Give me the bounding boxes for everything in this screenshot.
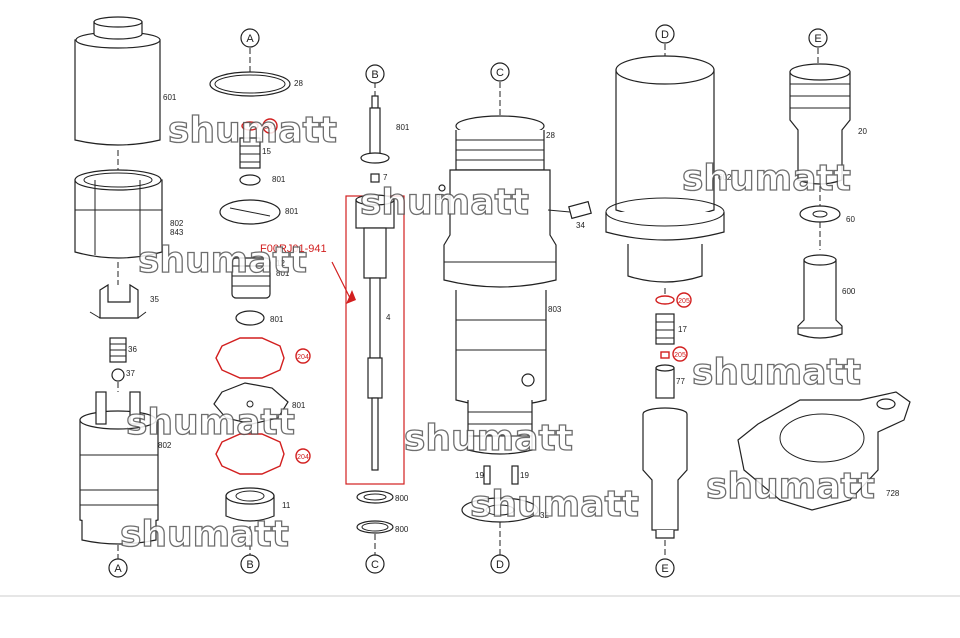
label-28b: 28 [546, 131, 555, 140]
label-35: 35 [150, 295, 159, 304]
label-802b: 802 [158, 441, 172, 450]
marker-a-top: A [246, 33, 254, 45]
column-e [737, 48, 911, 511]
label-801e: 801 [292, 401, 306, 410]
label-37: 37 [126, 369, 135, 378]
label-60: 60 [846, 215, 855, 224]
red-label-205a: 205 [678, 298, 690, 305]
red-label-204a: 204 [297, 354, 309, 361]
section-markers: A B C D E A B C D E [108, 24, 828, 578]
label-77: 77 [676, 377, 685, 386]
label-728: 728 [886, 489, 900, 498]
label-803a: 803 [436, 193, 450, 202]
label-801d: 801 [270, 315, 284, 324]
marker-d-top: D [661, 29, 669, 41]
column-b [209, 48, 291, 556]
red-labels: 801 204 204 205 205 [262, 118, 692, 464]
marker-a-bottom: A [114, 563, 122, 575]
red-label-801: 801 [264, 124, 276, 131]
part-labels: 601 802 843 35 36 37 802 28 15 801 801 1… [126, 79, 900, 534]
part-number-annotation: F00RJ01-941 [260, 243, 327, 255]
label-12: 12 [276, 259, 285, 268]
label-601: 601 [163, 93, 177, 102]
marker-d-mid: D [496, 559, 504, 571]
label-801c: 801 [276, 269, 290, 278]
label-19b: 19 [520, 471, 529, 480]
column-d [605, 44, 725, 558]
label-17: 17 [678, 325, 687, 334]
label-7: 7 [383, 173, 388, 182]
label-19a: 19 [475, 471, 484, 480]
watermark: shumatt [138, 240, 307, 281]
column-valve [331, 82, 405, 556]
label-36: 36 [128, 345, 137, 354]
label-801a: 801 [272, 175, 286, 184]
marker-c-mid: C [371, 559, 379, 571]
label-600: 600 [842, 287, 856, 296]
watermark: shumatt [168, 110, 337, 151]
watermark: shumatt [470, 484, 639, 525]
watermark: shumatt [682, 158, 851, 199]
label-801f: 801 [396, 123, 410, 132]
label-800a: 800 [395, 494, 409, 503]
watermark: shumatt [360, 182, 529, 223]
label-802a: 802 [170, 219, 184, 228]
red-label-204b: 204 [297, 454, 309, 461]
watermark: shumatt [126, 402, 295, 443]
watermarks: shumatt shumatt shumatt shumatt shumatt … [119, 109, 875, 555]
marker-c-top: C [496, 67, 504, 79]
marker-e-top: E [814, 33, 821, 45]
label-32: 32 [540, 511, 549, 520]
label-800b: 800 [395, 525, 409, 534]
column-c-body [438, 82, 592, 556]
label-602: 602 [718, 173, 732, 182]
label-843: 843 [170, 228, 184, 237]
watermark: shumatt [706, 466, 875, 507]
watermark: shumatt [404, 418, 573, 459]
label-20: 20 [858, 127, 867, 136]
label-4: 4 [386, 313, 391, 322]
watermark: shumatt [120, 514, 289, 555]
marker-e-bottom: E [661, 563, 668, 575]
marker-b-mid: B [246, 559, 253, 571]
label-803b: 803 [548, 305, 562, 314]
label-11: 11 [282, 501, 291, 510]
red-label-205b: 205 [674, 352, 686, 359]
label-15: 15 [262, 147, 271, 156]
column-a [74, 16, 163, 560]
label-34: 34 [576, 221, 585, 230]
watermark: shumatt [692, 352, 861, 393]
marker-b-top: B [371, 69, 378, 81]
label-28a: 28 [294, 79, 303, 88]
label-801b: 801 [285, 207, 299, 216]
